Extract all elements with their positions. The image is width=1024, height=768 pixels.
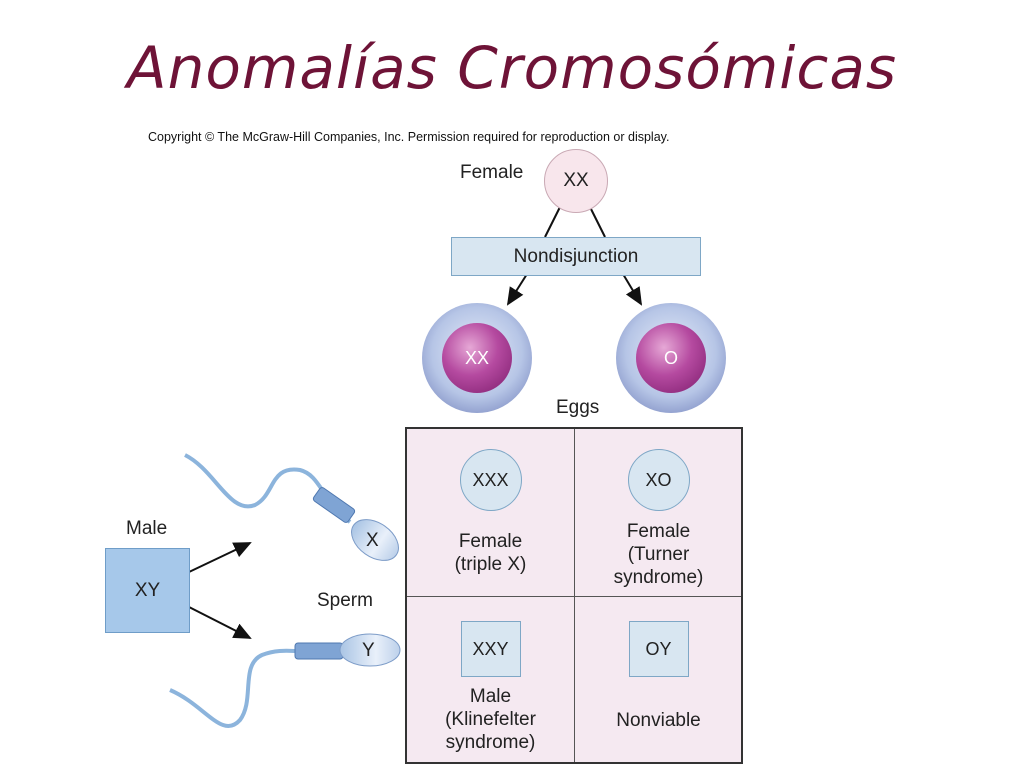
eggs-label: Eggs (556, 397, 600, 418)
cell-xxx: XXX Female (triple X) (407, 429, 574, 596)
punnett-grid: XXX Female (triple X) XO Female (Turner … (405, 427, 743, 764)
grid-divider-vertical (574, 429, 575, 762)
cell-xo: XO Female (Turner syndrome) (575, 429, 742, 596)
sperm-label: Sperm (317, 590, 373, 611)
sperm-x-label: X (366, 530, 379, 551)
female-karyotype: XX (544, 149, 608, 213)
nondisjunction-box: Nondisjunction (451, 237, 701, 276)
caption-line: Female (458, 531, 523, 552)
caption-line: syndrome) (613, 567, 704, 588)
arrow-to-egg-o (622, 273, 643, 306)
arrow-to-egg-xx (506, 273, 528, 306)
cell-xxx-caption: Female (triple X) (407, 530, 574, 576)
sperm-x-icon (184, 453, 399, 561)
sperm-y-label: Y (362, 640, 375, 661)
caption-line: Female (626, 521, 691, 542)
caption-line: syndrome) (445, 732, 536, 753)
copyright-notice: Copyright © The McGraw-Hill Companies, I… (148, 130, 670, 144)
female-connector-right (589, 206, 606, 238)
caption-line: (Klinefelter (445, 709, 536, 730)
grid-divider-horizontal (407, 596, 741, 597)
egg-o-nucleus: O (636, 323, 706, 393)
sperm-y-icon (169, 633, 401, 728)
page-title: Anomalías Cromosómicas (126, 34, 898, 102)
caption-line: Male (469, 686, 512, 707)
karyotype-xxy: XXY (460, 621, 521, 677)
arrow-to-sperm-y (188, 606, 252, 639)
female-connector-left (544, 206, 561, 238)
karyotype-xo: XO (627, 449, 690, 511)
karyotype-xxx: XXX (459, 449, 522, 511)
cell-xxy: XXY Male (Klinefelter syndrome) (407, 597, 574, 764)
male-karyotype: XY (105, 548, 190, 633)
karyotype-oy: OY (628, 621, 689, 677)
arrow-to-sperm-x (188, 542, 252, 573)
cell-oy-caption: Nonviable (575, 709, 742, 732)
caption-line: (triple X) (454, 554, 527, 575)
egg-o: O (616, 303, 726, 413)
cell-xxy-caption: Male (Klinefelter syndrome) (407, 685, 574, 754)
cell-xo-caption: Female (Turner syndrome) (575, 520, 742, 589)
female-label: Female (460, 162, 524, 183)
caption-line: (Turner (627, 544, 690, 565)
egg-xx-nucleus: XX (442, 323, 512, 393)
caption-line: Nonviable (616, 710, 701, 731)
male-label: Male (126, 518, 168, 539)
egg-xx: XX (422, 303, 532, 413)
cell-oy: OY Nonviable (575, 597, 742, 764)
